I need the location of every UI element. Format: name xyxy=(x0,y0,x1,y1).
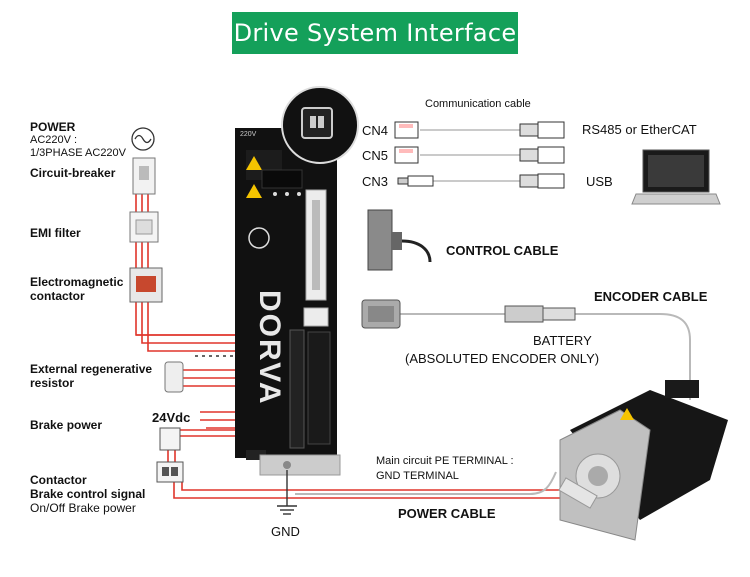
usb-right-plug-icon xyxy=(519,173,565,189)
ac-source-symbol xyxy=(131,127,155,151)
power-cable-line xyxy=(295,471,557,495)
battery-box-icon xyxy=(504,305,576,323)
contactor-label-line2: contactor xyxy=(30,289,85,303)
encoder-connector-icon xyxy=(361,299,401,329)
brake-power-device xyxy=(156,427,184,483)
drive-model-label: 220V xyxy=(240,131,257,138)
servo-motor xyxy=(558,380,728,541)
circuit-breaker-label: Circuit-breaker xyxy=(30,166,116,180)
emi-filter-device xyxy=(129,211,159,243)
gnd-symbol xyxy=(277,470,297,515)
port-cn5: CN5 xyxy=(362,148,389,163)
control-cable-label: CONTROL CABLE xyxy=(446,243,559,258)
communication-lines xyxy=(420,129,520,182)
gnd-label: GND xyxy=(271,524,300,539)
regen-resistor-label-line2: resistor xyxy=(30,376,75,390)
power-wiring xyxy=(135,160,560,499)
target-rs485: RS485 or EtherCAT xyxy=(582,122,697,137)
communication-cable-header: Communication cable xyxy=(425,98,531,110)
cn5-plug-icon xyxy=(394,146,419,164)
port-cn4: CN4 xyxy=(362,123,389,138)
laptop-icon xyxy=(631,149,721,205)
cn3-usb-plug-icon xyxy=(397,175,434,187)
brake-signal-label-line1: Contactor xyxy=(30,473,87,487)
circuit-breaker-device xyxy=(132,157,156,195)
power-cable-label: POWER CABLE xyxy=(398,506,496,521)
power-voltage-line2: 1/3PHASE AC220V xyxy=(30,147,127,159)
brake-power-label: Brake power xyxy=(30,418,103,432)
encoder-note: (ABSOLUTED ENCODER ONLY) xyxy=(405,351,600,366)
connector-zoom-inset xyxy=(281,86,359,164)
brake-voltage-label: 24Vdc xyxy=(152,410,191,425)
page-title: Drive System Interface xyxy=(232,12,518,54)
regen-resistor-device xyxy=(164,361,184,393)
emi-filter-label: EMI filter xyxy=(30,226,81,240)
cn5-right-plug-icon xyxy=(519,146,565,164)
battery-label: BATTERY xyxy=(533,333,592,348)
control-cable-connector-icon xyxy=(367,209,432,271)
regen-resistor-label-line1: External regenerative xyxy=(30,362,153,376)
cn4-plug-icon xyxy=(394,121,419,139)
port-cn3: CN3 xyxy=(362,174,389,189)
power-voltage-line1: AC220V : xyxy=(30,134,78,146)
brake-signal-label-line3: On/Off Brake power xyxy=(30,501,136,515)
drive-brand: DORVA xyxy=(253,290,286,406)
encoder-cable-line xyxy=(400,313,691,400)
contactor-label-line1: Electromagnetic xyxy=(30,275,124,289)
pe-terminal-line2: GND TERMINAL xyxy=(376,470,459,482)
servo-drive-unit xyxy=(235,128,341,476)
contactor-device xyxy=(129,267,163,303)
encoder-cable-label: ENCODER CABLE xyxy=(594,289,708,304)
rs485-plug-icon xyxy=(519,121,565,139)
brake-signal-label-line2: Brake control signal xyxy=(30,487,146,501)
power-title: POWER xyxy=(30,120,76,134)
pe-terminal-line1: Main circuit PE TERMINAL : xyxy=(376,455,514,467)
target-usb: USB xyxy=(586,174,613,189)
